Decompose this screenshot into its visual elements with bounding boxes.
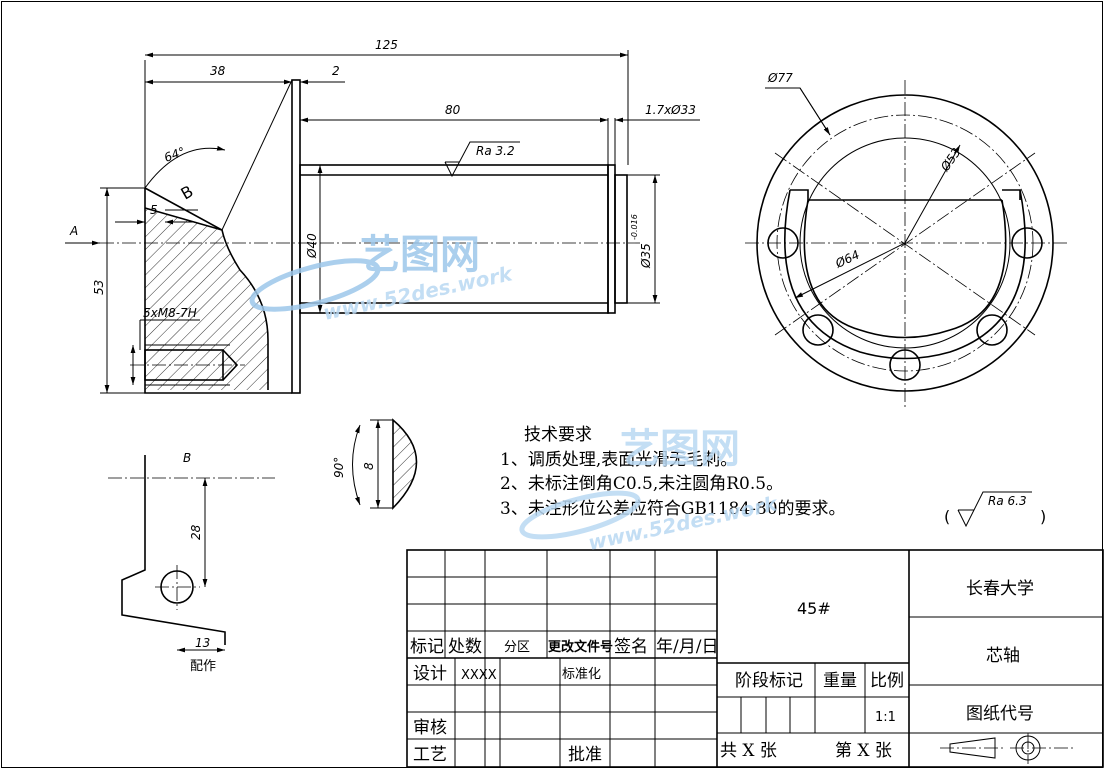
tb-approve-label: 批准 bbox=[568, 745, 602, 765]
view-a-label: A bbox=[69, 224, 78, 238]
view-b-label: B bbox=[183, 451, 191, 465]
tb-change-doc-label: 更改文件号 bbox=[548, 639, 613, 655]
dim-28: 28 bbox=[189, 524, 203, 540]
tb-date-label: 年/月/日 bbox=[656, 637, 718, 657]
dim-125: 125 bbox=[375, 38, 398, 52]
tech-item-3: 3、未注形位公差应符合GB1184-80的要求。 bbox=[500, 499, 846, 519]
dim-5: 5 bbox=[150, 203, 158, 217]
angle-64: 64° bbox=[162, 144, 187, 164]
tb-designer: XXXX bbox=[461, 668, 497, 683]
tb-mark-label: 标记 bbox=[410, 637, 444, 657]
dim-shaft-tol: -0.016 bbox=[630, 214, 639, 240]
dim-80: 80 bbox=[445, 103, 461, 117]
dim-groove: 1.7xØ33 bbox=[645, 103, 696, 117]
peizuo-label: 配作 bbox=[190, 659, 216, 674]
watermark-brand-2: 艺图网 bbox=[620, 426, 740, 472]
view-b: B 28 13 配作 bbox=[108, 451, 275, 674]
tb-review-label: 审核 bbox=[413, 718, 447, 738]
tech-item-2: 2、未标注倒角C0.5,未注圆角R0.5。 bbox=[500, 474, 783, 494]
roughness-shaft: Ra 3.2 bbox=[476, 144, 515, 158]
thread-label: 5xM8-7H bbox=[143, 306, 197, 320]
tb-sign-label: 签名 bbox=[614, 637, 648, 657]
tb-weight-label: 重量 bbox=[823, 671, 857, 691]
dim-64: Ø64 bbox=[832, 248, 861, 272]
section-b-mark: B bbox=[178, 182, 197, 204]
roughness-general-label: Ra 6.3 bbox=[988, 494, 1027, 508]
projection-symbol-icon bbox=[940, 733, 1075, 764]
tb-drawing-no-label: 图纸代号 bbox=[966, 704, 1034, 724]
dim-bore: Ø40 bbox=[305, 233, 319, 259]
tb-design-label: 设计 bbox=[413, 664, 447, 684]
detail-view: 8 90° bbox=[332, 418, 418, 510]
tb-part-name: 芯轴 bbox=[986, 646, 1020, 666]
tb-sheets-total: 共 X 张 bbox=[720, 741, 777, 761]
dim-53-flange: Ø53 bbox=[937, 145, 963, 174]
flange-view: Ø77 Ø53 Ø64 bbox=[745, 71, 1070, 410]
tech-title: 技术要求 bbox=[524, 425, 592, 445]
tech-requirements: 技术要求 1、调质处理,表面光滑无毛刺。 2、未标注倒角C0.5,未注圆角R0.… bbox=[500, 425, 846, 519]
tb-school: 长春大学 bbox=[966, 579, 1034, 599]
tb-scale-value: 1:1 bbox=[875, 710, 896, 725]
dim-13: 13 bbox=[195, 636, 210, 650]
tb-count-label: 处数 bbox=[448, 637, 482, 657]
tech-item-1: 1、调质处理,表面光滑无毛刺。 bbox=[500, 450, 737, 470]
tb-standardize-label: 标准化 bbox=[562, 667, 601, 682]
svg-text:(: ( bbox=[944, 507, 950, 526]
main-section-view: 125 38 2 80 1.7xØ33 Ra 3.2 64° B A 5 53 bbox=[65, 38, 700, 394]
general-roughness: ( Ra 6.3 ) bbox=[944, 491, 1046, 528]
svg-text:): ) bbox=[1040, 507, 1046, 526]
dim-shaft: Ø35 bbox=[639, 243, 653, 269]
watermark-brand: 艺图网 bbox=[360, 232, 480, 278]
section-hatch bbox=[145, 208, 268, 390]
angle-90: 90° bbox=[332, 457, 346, 478]
dim-2: 2 bbox=[332, 64, 340, 78]
tb-process-label: 工艺 bbox=[413, 745, 447, 765]
tb-sheet-no: 第 X 张 bbox=[835, 741, 892, 761]
tb-scale-label: 比例 bbox=[870, 671, 904, 691]
tb-material: 45# bbox=[797, 599, 831, 618]
dim-53: 53 bbox=[92, 280, 106, 295]
title-block: 45# 长春大学 芯轴 图纸代号 标记 处数 分区 更改文件号 签名 年/月/日… bbox=[406, 549, 1104, 768]
tb-zone-label: 分区 bbox=[504, 640, 530, 655]
dim-8: 8 bbox=[362, 462, 376, 470]
dim-38: 38 bbox=[210, 64, 226, 78]
tb-stage-label: 阶段标记 bbox=[735, 671, 803, 691]
dim-77: Ø77 bbox=[767, 71, 793, 85]
